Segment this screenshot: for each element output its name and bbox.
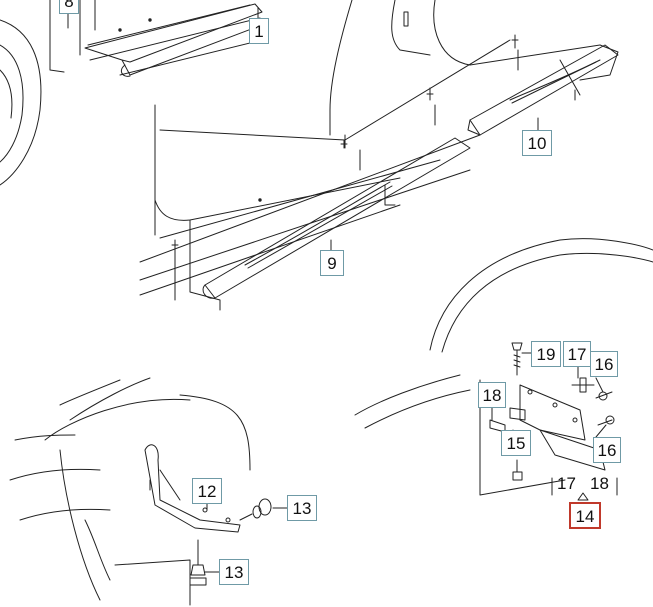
screw-part-16b — [597, 415, 615, 426]
label-17-lower: 17 — [557, 474, 576, 493]
wheel-outline — [0, 19, 42, 186]
rear-wheel-arch — [354, 238, 653, 496]
callout-19[interactable]: 19 — [531, 341, 561, 367]
callout-12[interactable]: 12 — [192, 478, 222, 504]
callout-17-upper[interactable]: 17 — [563, 341, 591, 367]
screw-part-19 — [511, 342, 523, 376]
callout-13-lower[interactable]: 13 — [219, 559, 249, 585]
callout-10[interactable]: 10 — [522, 130, 552, 156]
sill-trim-front — [202, 137, 471, 299]
clip-part-15 — [512, 459, 523, 481]
screw-part-16a — [595, 391, 613, 401]
callout-14-selected[interactable]: 14 — [569, 502, 601, 529]
callout-16-lower[interactable]: 16 — [593, 437, 621, 463]
callout-16-upper[interactable]: 16 — [590, 351, 618, 377]
callout-13-upper[interactable]: 13 — [287, 495, 317, 521]
mounting-marks — [171, 35, 519, 251]
front-wheel-arch — [9, 377, 251, 606]
sill-moulding-upper — [84, 3, 263, 77]
callout-18-upper[interactable]: 18 — [478, 382, 506, 408]
callout-9[interactable]: 9 — [320, 250, 344, 276]
sill-trim-rear — [467, 44, 619, 136]
nut-part-13b — [189, 539, 207, 586]
callout-15[interactable]: 15 — [501, 430, 531, 456]
callout-1[interactable]: 1 — [249, 18, 269, 44]
mud-flap-rear — [489, 377, 606, 471]
callout-8[interactable]: 8 — [59, 0, 79, 14]
label-18-lower: 18 — [590, 474, 609, 493]
mud-flap-front — [144, 444, 241, 533]
washer-part-13a — [239, 498, 272, 521]
upper-body-outline — [49, 0, 619, 136]
